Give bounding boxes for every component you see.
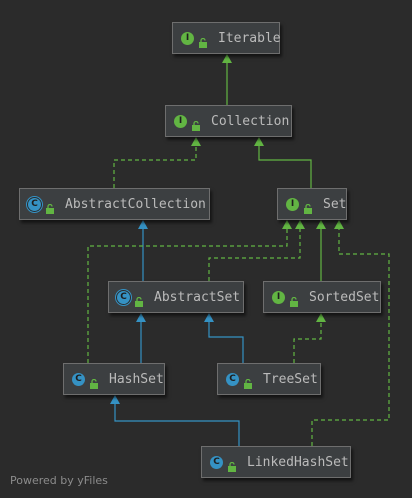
edge-hashset-to-abstractset	[136, 313, 146, 363]
edge-arrowhead	[136, 313, 146, 322]
edge-arrowhead	[204, 313, 214, 322]
edge-treeset-to-sortedset	[293, 313, 326, 363]
edge-arrowhead	[222, 54, 232, 63]
public-lock-icon	[89, 374, 99, 389]
public-lock-icon	[198, 33, 208, 48]
node-hashset[interactable]: C HashSet	[63, 363, 165, 395]
node-label: LinkedHashSet	[247, 454, 349, 470]
edge-linkedhashset-to-hashset	[110, 395, 240, 446]
edge-arrowhead	[254, 137, 264, 146]
interface-icon: I	[272, 290, 285, 304]
edge-arrowhead	[110, 395, 120, 404]
node-abstractset[interactable]: C AbstractSet	[108, 281, 244, 313]
node-set[interactable]: I Set	[277, 188, 347, 220]
public-lock-icon	[227, 457, 237, 472]
edge-arrowhead	[316, 220, 326, 229]
powered-by-footer: Powered by yFiles	[10, 474, 108, 487]
class-icon: C	[72, 372, 85, 386]
edge-abstractset-to-set	[208, 220, 305, 281]
edge-line	[293, 322, 322, 363]
public-lock-icon	[303, 199, 313, 214]
edge-abstractset-to-abstractcollection	[138, 220, 148, 281]
public-lock-icon	[243, 374, 253, 389]
edge-arrowhead	[191, 137, 201, 146]
edge-line	[208, 229, 301, 281]
node-label: AbstractSet	[154, 289, 241, 305]
class-icon: C	[117, 290, 130, 304]
public-lock-icon	[289, 292, 299, 307]
edge-line	[258, 146, 312, 188]
node-sortedset[interactable]: I SortedSet	[263, 281, 381, 313]
interface-icon: I	[286, 197, 299, 211]
class-icon: C	[210, 455, 223, 469]
node-linkedhashset[interactable]: C LinkedHashSet	[201, 446, 351, 478]
public-lock-icon	[191, 116, 201, 131]
edge-linkedhashset-to-set	[311, 220, 390, 446]
edge-abstractcollection-to-collection	[113, 137, 201, 188]
node-label: Iterable	[218, 30, 281, 46]
interface-icon: I	[174, 114, 187, 128]
node-collection[interactable]: I Collection	[165, 105, 292, 137]
edge-line	[114, 404, 240, 446]
edge-arrowhead	[138, 220, 148, 229]
edge-line	[311, 229, 390, 446]
node-iterable[interactable]: I Iterable	[172, 22, 281, 54]
node-label: SortedSet	[309, 289, 380, 305]
public-lock-icon	[134, 292, 144, 307]
edge-line	[113, 146, 197, 188]
edge-treeset-to-abstractset	[204, 313, 244, 363]
edge-line	[208, 322, 244, 363]
node-label: AbstractCollection	[65, 196, 206, 212]
node-abstractcollection[interactable]: C AbstractCollection	[19, 188, 210, 220]
edge-line	[87, 229, 288, 363]
node-label: Collection	[211, 113, 290, 129]
edge-sortedset-to-set	[316, 220, 326, 281]
edge-arrowhead	[316, 313, 326, 322]
edge-arrowhead	[282, 220, 292, 229]
class-icon: C	[28, 197, 41, 211]
node-label: TreeSet	[263, 371, 318, 387]
edge-arrowhead	[334, 220, 344, 229]
class-icon: C	[226, 372, 239, 386]
edge-set-to-collection	[254, 137, 312, 188]
edge-hashset-to-set	[87, 220, 292, 363]
node-treeset[interactable]: C TreeSet	[217, 363, 321, 395]
node-label: Set	[323, 196, 347, 212]
edge-arrowhead	[295, 220, 305, 229]
node-label: HashSet	[109, 371, 164, 387]
public-lock-icon	[45, 199, 55, 214]
edge-collection-to-iterable	[222, 54, 232, 105]
interface-icon: I	[181, 31, 194, 45]
